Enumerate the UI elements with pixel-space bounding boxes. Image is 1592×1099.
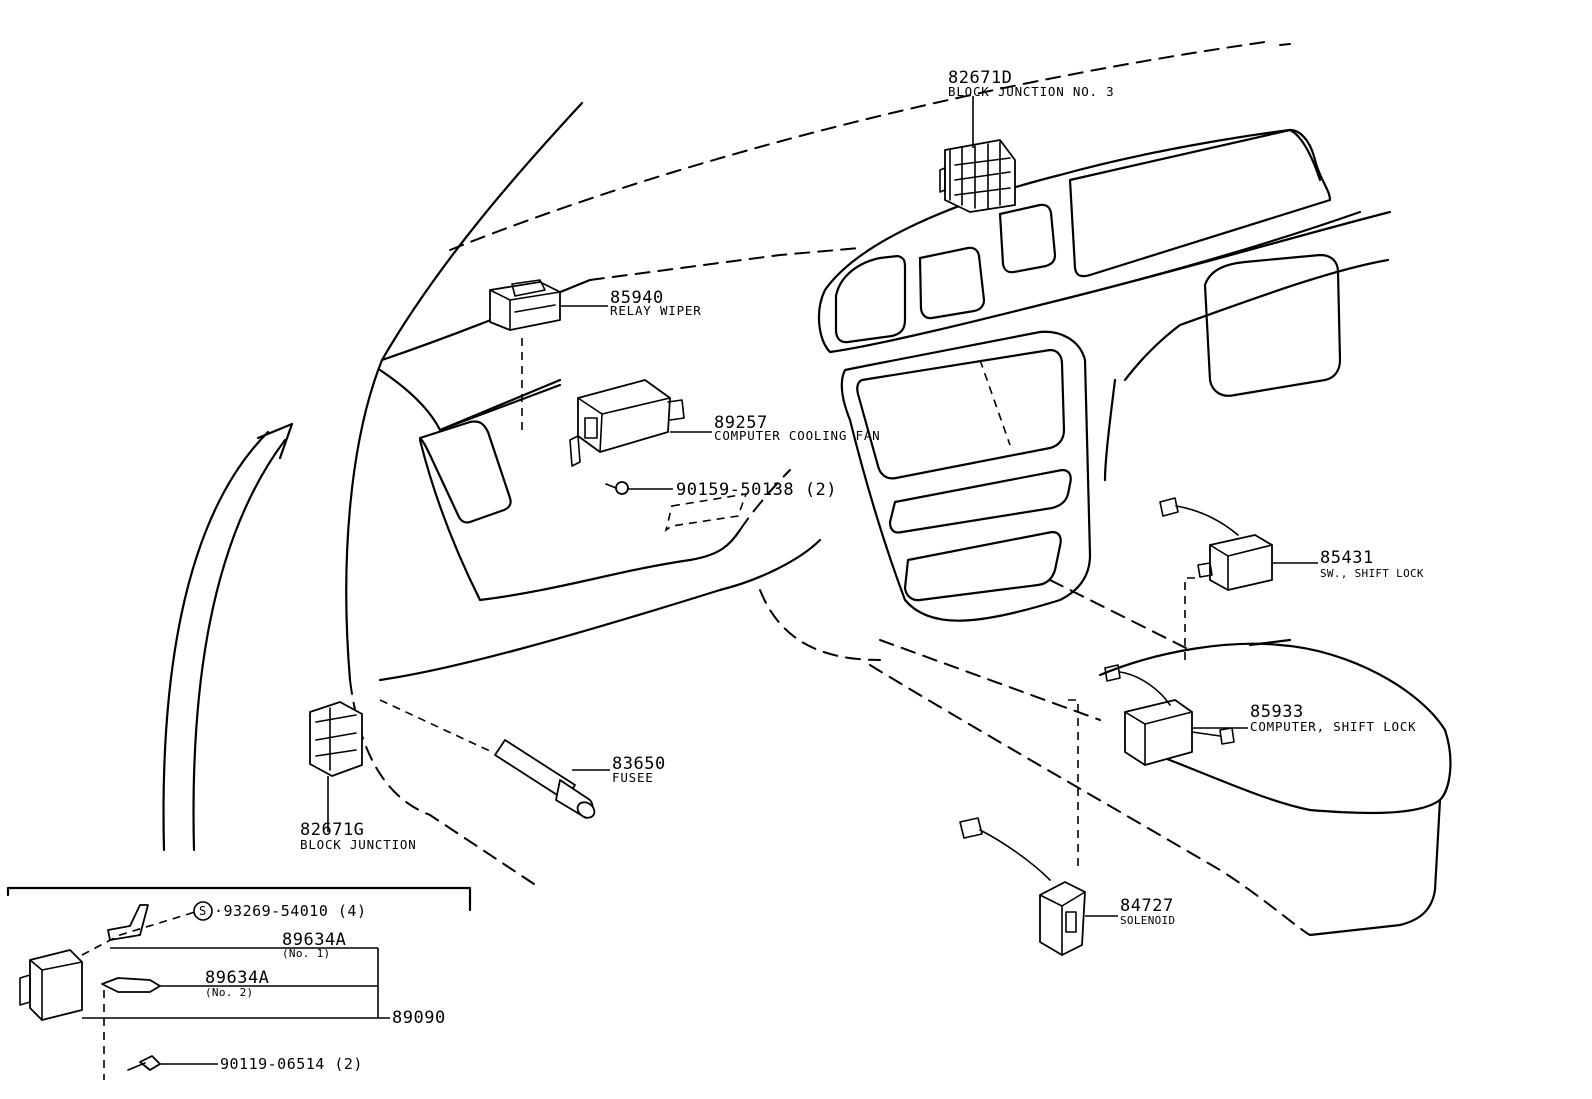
center-stack-outline bbox=[840, 330, 1092, 622]
dash-left-edge bbox=[345, 358, 384, 682]
right-vent bbox=[1203, 253, 1342, 397]
bolt-90119-part bbox=[127, 1055, 161, 1071]
solenoid-part bbox=[959, 817, 1086, 956]
shift-lock-switch-part bbox=[1159, 497, 1273, 591]
console-box-right bbox=[1308, 798, 1442, 937]
lower-panel-left bbox=[438, 383, 562, 432]
bracket-no1-number: 89634A bbox=[282, 930, 347, 950]
install-arrow bbox=[162, 422, 294, 852]
screw-fan-number: 90159-50138 (2) bbox=[676, 480, 838, 500]
fusee-number: 83650 bbox=[612, 754, 666, 774]
dash-right-top bbox=[1058, 210, 1392, 302]
center-vent-3 bbox=[998, 203, 1057, 274]
screw-s-number: ·93269-54010 (4) bbox=[214, 902, 367, 920]
a-pillar-outline bbox=[380, 101, 584, 362]
console-box-front bbox=[1128, 743, 1442, 815]
cooling-fan-number: 89257 bbox=[714, 413, 768, 433]
console-floor bbox=[879, 639, 1101, 721]
relay-wiper-name: RELAY WIPER bbox=[610, 303, 702, 318]
relay-wiper-number: 85940 bbox=[610, 288, 664, 308]
shift-lock-computer-line bbox=[1068, 699, 1079, 870]
bracket-no1-note: (No. 1) bbox=[282, 947, 331, 960]
floor-right bbox=[1248, 638, 1292, 647]
radio-divider bbox=[979, 359, 1011, 446]
dash-upper-line bbox=[589, 247, 861, 281]
fusee-part bbox=[494, 739, 596, 819]
glovebox-handle bbox=[664, 492, 748, 532]
block-junction-part bbox=[309, 701, 363, 777]
shift-lock-switch-name: SW., SHIFT LOCK bbox=[1320, 567, 1424, 580]
block-junction-no3-part bbox=[939, 139, 1016, 213]
dash-top-edge bbox=[449, 41, 1266, 251]
climate-panel-1 bbox=[888, 468, 1072, 534]
bracket-no2-part bbox=[101, 977, 161, 993]
inset-frame bbox=[6, 886, 472, 912]
console-side bbox=[869, 664, 1311, 936]
inset-dash-1 bbox=[81, 911, 196, 956]
shift-lock-computer-name: COMPUTER, SHIFT LOCK bbox=[1250, 719, 1417, 734]
shift-lock-computer-number: 85933 bbox=[1250, 702, 1304, 722]
cluster-top-panel bbox=[1068, 128, 1332, 278]
block-junction-no3-number: 82671D bbox=[948, 68, 1013, 88]
solenoid-number: 84727 bbox=[1120, 896, 1174, 916]
radio-panel bbox=[856, 348, 1066, 480]
block-junction-no3-name: BLOCK JUNCTION NO. 3 bbox=[948, 84, 1115, 99]
bracket-no2-note: (No. 2) bbox=[205, 986, 254, 999]
glovebox-line bbox=[739, 469, 791, 531]
bolt-number: 90119-06514 (2) bbox=[220, 1055, 363, 1073]
shift-lock-computer-part bbox=[1104, 664, 1235, 766]
bracket-no2-number: 89634A bbox=[205, 968, 270, 988]
relay-wiper-part bbox=[489, 279, 561, 331]
center-vent-2 bbox=[918, 246, 986, 320]
dash-right-down bbox=[1103, 378, 1117, 482]
lower-panel-curve bbox=[378, 538, 822, 682]
inset-module-part bbox=[19, 949, 83, 1021]
s-circle-icon bbox=[193, 901, 213, 921]
fusee-name: FUSEE bbox=[612, 770, 654, 785]
dash-upper-ledge bbox=[378, 368, 562, 432]
left-vent bbox=[418, 420, 512, 524]
cooling-fan-name: COMPUTER COOLING FAN bbox=[714, 428, 881, 443]
block-junction-number: 82671G bbox=[300, 820, 365, 840]
climate-panel-2 bbox=[903, 530, 1062, 602]
console-floor-2 bbox=[1049, 579, 1191, 651]
s-symbol: S bbox=[199, 904, 207, 918]
console-box-top bbox=[1098, 642, 1452, 802]
shift-lock-switch-number: 85431 bbox=[1320, 548, 1374, 568]
solenoid-name: SOLENOID bbox=[1120, 914, 1176, 927]
block-junction-name: BLOCK JUNCTION bbox=[300, 837, 417, 852]
bracket-no1-part bbox=[107, 904, 149, 941]
cooling-fan-part bbox=[569, 379, 685, 467]
assembly-number: 89090 bbox=[392, 1008, 446, 1028]
center-cluster-outline bbox=[823, 128, 1322, 292]
center-cluster-bottom bbox=[817, 210, 1362, 354]
console-lower-left bbox=[759, 589, 881, 661]
lower-panel-mid bbox=[418, 438, 742, 602]
shift-lock-switch-line bbox=[1184, 577, 1195, 660]
dash-right-inner bbox=[1123, 258, 1390, 382]
screw-90159-part bbox=[605, 481, 629, 495]
center-vent-1 bbox=[834, 254, 907, 344]
lower-left-edge bbox=[349, 679, 541, 889]
